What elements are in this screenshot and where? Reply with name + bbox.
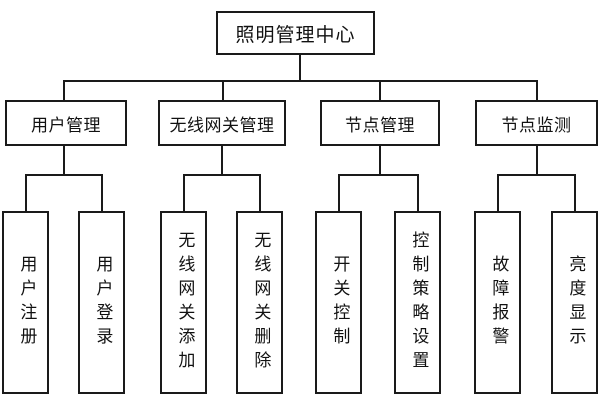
node-fault-alarm[interactable]: 故障报警 — [474, 211, 521, 394]
node-user-management-label: 用户管理 — [31, 115, 101, 136]
node-switch-control[interactable]: 开关控制 — [315, 211, 362, 394]
connector-group2-stem — [221, 146, 223, 175]
connector-group2-drop-left — [183, 174, 185, 212]
connector-bus-drop-1 — [63, 80, 65, 101]
connector-group1-bar — [25, 174, 103, 176]
node-gateway-delete[interactable]: 无线网关删除 — [236, 211, 283, 394]
node-user-management[interactable]: 用户管理 — [5, 100, 127, 146]
node-gateway-management[interactable]: 无线网关管理 — [158, 100, 286, 146]
node-control-strategy-settings-label: 控制策略设置 — [408, 230, 429, 375]
node-node-management-label: 节点管理 — [345, 115, 415, 136]
node-brightness-display-label: 亮度显示 — [565, 254, 586, 351]
connector-group3-bar — [338, 174, 419, 176]
connector-group1-drop-left — [25, 174, 27, 212]
node-brightness-display[interactable]: 亮度显示 — [551, 211, 598, 394]
node-user-register-label: 用户注册 — [16, 254, 37, 351]
connector-group3-drop-left — [338, 174, 340, 212]
connector-level2-bus — [63, 80, 538, 82]
node-user-register[interactable]: 用户注册 — [2, 211, 49, 394]
node-switch-control-label: 开关控制 — [329, 254, 350, 351]
node-gateway-delete-label: 无线网关删除 — [250, 230, 271, 375]
connector-group2-bar — [183, 174, 261, 176]
node-node-management[interactable]: 节点管理 — [320, 100, 440, 146]
connector-group1-drop-right — [101, 174, 103, 212]
node-node-monitoring-label: 节点监测 — [501, 115, 572, 136]
connector-bus-drop-4 — [536, 80, 538, 101]
connector-group3-stem — [379, 146, 381, 175]
node-fault-alarm-label: 故障报警 — [488, 254, 509, 351]
node-user-login-label: 用户登录 — [92, 254, 113, 351]
connector-group3-drop-right — [417, 174, 419, 212]
node-root[interactable]: 照明管理中心 — [216, 11, 375, 55]
connector-group4-bar — [497, 174, 576, 176]
node-control-strategy-settings[interactable]: 控制策略设置 — [394, 211, 441, 394]
connector-group2-drop-right — [259, 174, 261, 212]
node-gateway-add-label: 无线网关添加 — [174, 230, 195, 375]
node-node-monitoring[interactable]: 节点监测 — [475, 100, 598, 146]
connector-group4-stem — [536, 146, 538, 175]
connector-group4-drop-left — [497, 174, 499, 212]
connector-bus-drop-2 — [222, 80, 224, 101]
connector-group4-drop-right — [574, 174, 576, 212]
connector-bus-drop-3 — [379, 80, 381, 101]
node-gateway-add[interactable]: 无线网关添加 — [160, 211, 207, 394]
connector-root-stem — [299, 55, 301, 81]
connector-group1-stem — [63, 146, 65, 175]
node-gateway-management-label: 无线网关管理 — [169, 115, 275, 136]
node-root-label: 照明管理中心 — [235, 23, 356, 46]
node-user-login[interactable]: 用户登录 — [78, 211, 125, 394]
